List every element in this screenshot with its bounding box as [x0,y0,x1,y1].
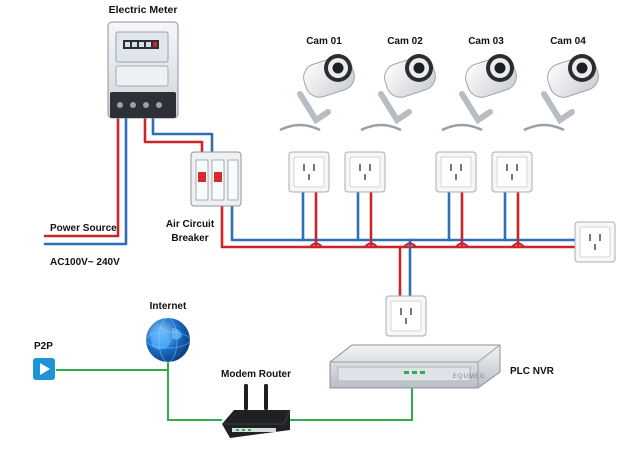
socket-end [574,221,616,263]
air-circuit-breaker: Air Circuit Breaker [166,151,242,244]
camera-1: Cam 01 [279,36,355,132]
socket-cam-02 [344,151,386,193]
power-source-label: Power Source [50,223,117,234]
socket-cam-01 [288,151,330,193]
camera-label: Cam 01 [306,36,342,47]
p2p-label: P2P [34,341,53,352]
power-source-neutral-wire [43,116,128,246]
network-wiring [56,360,413,421]
nvr-status-leds [404,371,425,374]
router-to-nvr-cable [290,385,413,421]
internet-globe: Internet [145,301,191,363]
camera-4: Cam 04 [523,36,599,132]
plc-nvr: EQUMEG PLC NVR [329,344,555,389]
camera-2: Cam 02 [360,36,436,132]
socket-cam-04 [491,151,533,193]
breaker-live-out [220,203,580,249]
camera-label: Cam 04 [550,36,586,47]
socket-nvr [385,295,427,337]
internet-label: Internet [150,301,187,312]
ac-voltage-label: AC100V~ 240V [50,257,120,268]
power-source-live-wire [43,116,120,238]
internet-to-router-cable [167,360,222,421]
camera-3: Cam 03 [441,36,517,132]
p2p-device: P2P [33,341,55,380]
nvr-brand: EQUMEG [453,374,486,380]
modem-router: Modem Router [221,369,291,438]
camera-group: Cam 01 Cam 02 Cam 03 [279,36,599,132]
air-circuit-breaker-label-line2: Breaker [171,233,208,244]
meter-to-breaker-live [143,116,204,162]
electric-meter: Electric Meter [107,4,179,119]
camera-label: Cam 03 [468,36,504,47]
breaker-switch-2 [214,172,222,182]
wall-sockets [288,151,616,337]
plc-nvr-label: PLC NVR [510,366,555,377]
wire-crossings [309,242,525,248]
power-wiring [43,116,580,300]
modem-router-label: Modem Router [221,369,291,380]
camera-label: Cam 02 [387,36,423,47]
air-circuit-breaker-label-line1: Air Circuit [166,219,215,230]
breaker-switch-1 [198,172,206,182]
meter-to-breaker-neutral [151,116,214,162]
socket-cam-03 [435,151,477,193]
play-icon [40,363,50,375]
breaker-neutral-out [230,203,580,242]
electric-meter-label: Electric Meter [109,4,178,16]
